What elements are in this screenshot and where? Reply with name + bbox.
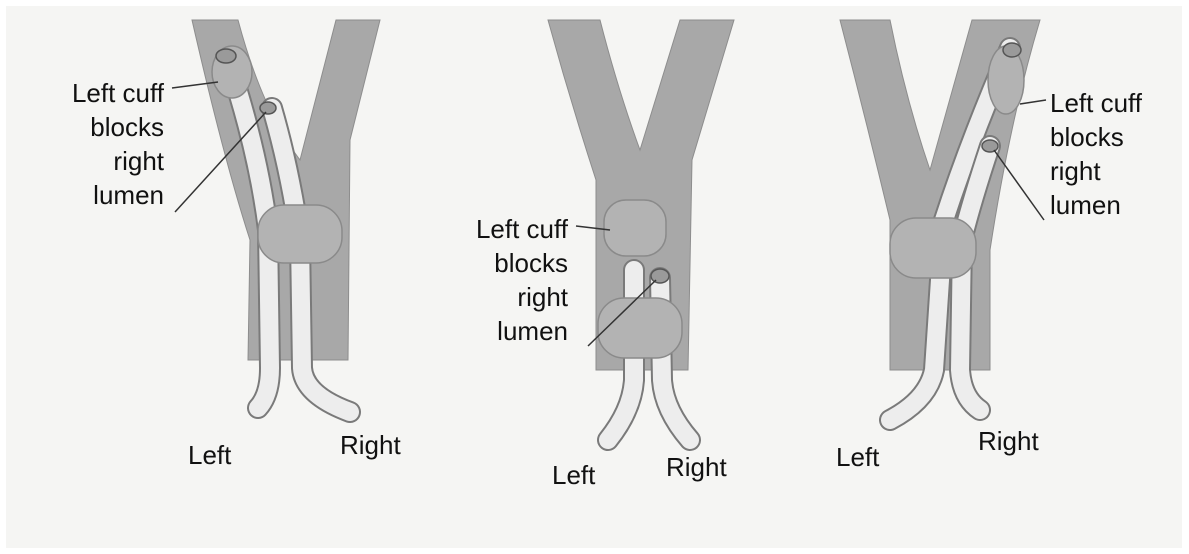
panel-1-right-lumen-opening (260, 102, 276, 114)
panel-2-left-cuff (604, 200, 666, 256)
panel-2-left-label: Left (552, 460, 595, 491)
panel-3-callout-line-2: blocks (1050, 120, 1174, 154)
panel-1-tracheal-cuff (258, 205, 342, 263)
panel-2-callout: Left cuff blocks right lumen (440, 212, 568, 348)
panel-3-leader-1 (1020, 100, 1046, 104)
panel-1-tube-opening (216, 49, 236, 63)
panel-3-left-cuff (988, 46, 1024, 114)
panel-1-callout-line-3: right (40, 144, 164, 178)
panel-2-right-lumen-opening (651, 269, 669, 283)
panel-3-callout-line-4: lumen (1050, 188, 1174, 222)
panel-3-callout: Left cuff blocks right lumen (1050, 86, 1174, 222)
panel-2-callout-line-4: lumen (440, 314, 568, 348)
panel-3-tube-opening (1003, 43, 1021, 57)
panel-1-right-label: Right (340, 430, 401, 461)
panel-1-callout-line-4: lumen (40, 178, 164, 212)
panel-2-tracheal-cuff (598, 298, 682, 358)
panel-2-callout-line-2: blocks (440, 246, 568, 280)
panel-1-left-label: Left (188, 440, 231, 471)
panel-1-callout-line-1: Left cuff (40, 76, 164, 110)
panel-3-callout-line-3: right (1050, 154, 1174, 188)
panel-3-left-label: Left (836, 442, 879, 473)
panel-2-callout-line-3: right (440, 280, 568, 314)
panel-3-callout-line-1: Left cuff (1050, 86, 1174, 120)
panel-3-illustration (840, 20, 1046, 420)
panel-2-illustration (548, 20, 734, 440)
panel-2-callout-line-1: Left cuff (440, 212, 568, 246)
panel-1-callout-line-2: blocks (40, 110, 164, 144)
panel-3-right-lumen-opening (982, 140, 998, 152)
panel-2-right-label: Right (666, 452, 727, 483)
panel-3-right-label: Right (978, 426, 1039, 457)
panel-1-callout: Left cuff blocks right lumen (40, 76, 164, 212)
panel-1-illustration (172, 20, 380, 412)
panel-3-tracheal-cuff (890, 218, 976, 278)
panel-3-leader-2 (994, 150, 1044, 220)
